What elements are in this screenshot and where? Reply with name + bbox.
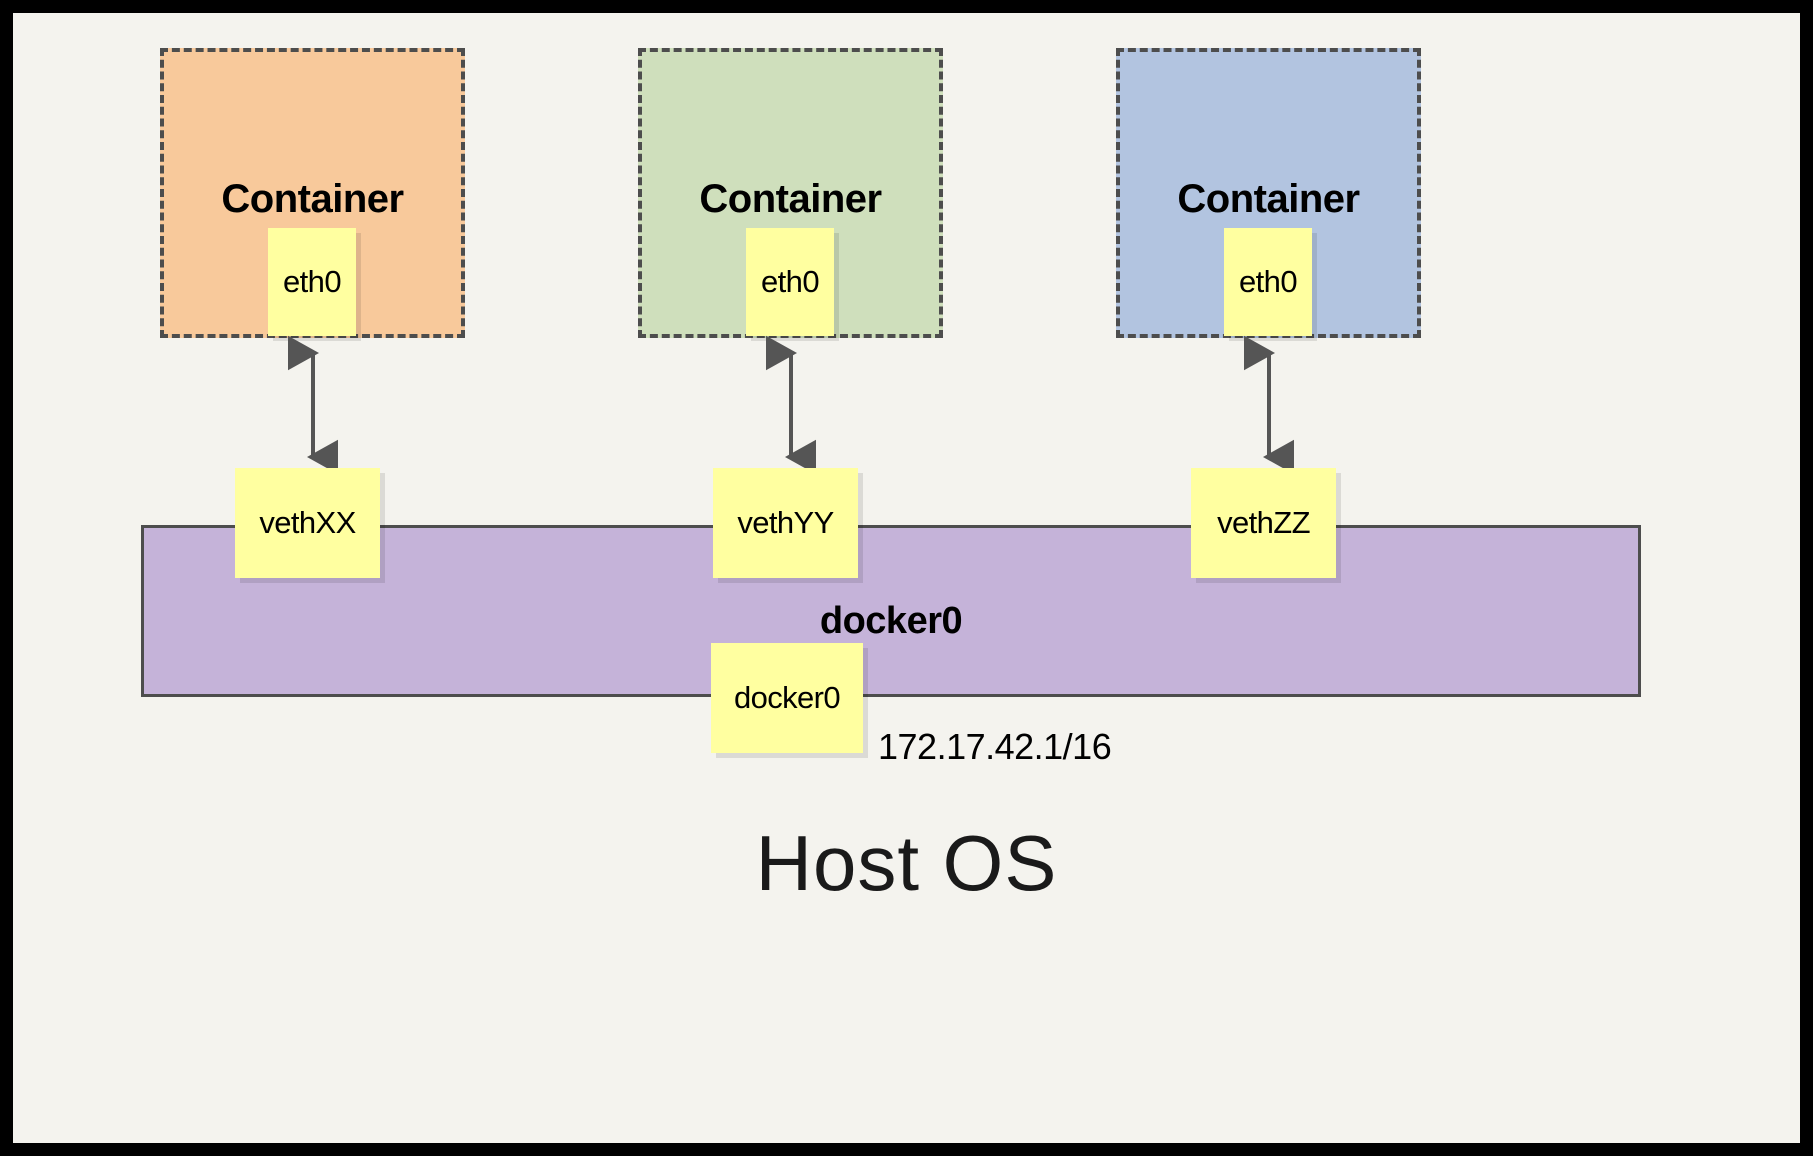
veth-label-1: vethXX [259, 505, 356, 540]
eth0-label-2: eth0 [761, 264, 820, 299]
eth0-box-2[interactable]: eth0 [746, 228, 834, 336]
docker0-ip-address: 172.17.42.1/16 [878, 726, 1112, 767]
veth-box-3[interactable]: vethZZ [1191, 468, 1336, 578]
veth-label-2: vethYY [737, 505, 834, 540]
container-title-3: Container [1177, 177, 1360, 221]
eth0-box-3[interactable]: eth0 [1224, 228, 1312, 336]
docker0-bridge-bar[interactable]: docker0 [141, 525, 1641, 697]
docker0-bridge-label: docker0 [819, 600, 963, 642]
eth0-box-1[interactable]: eth0 [268, 228, 356, 336]
diagram-canvas: Container eth0 Container eth0 Container … [13, 13, 1800, 1143]
container-title-1: Container [221, 177, 404, 221]
veth-arrow-3 [1244, 335, 1294, 475]
host-os-label: Host OS [755, 819, 1058, 907]
veth-arrow-1 [288, 335, 338, 475]
veth-label-3: vethZZ [1217, 505, 1310, 540]
eth0-label-3: eth0 [1239, 264, 1298, 299]
docker0-interface-label: docker0 [733, 680, 841, 715]
docker0-interface-box[interactable]: docker0 [711, 643, 863, 753]
veth-box-1[interactable]: vethXX [235, 468, 380, 578]
veth-arrow-2 [766, 335, 816, 475]
veth-box-2[interactable]: vethYY [713, 468, 858, 578]
container-title-2: Container [699, 177, 882, 221]
eth0-label-1: eth0 [283, 264, 342, 299]
